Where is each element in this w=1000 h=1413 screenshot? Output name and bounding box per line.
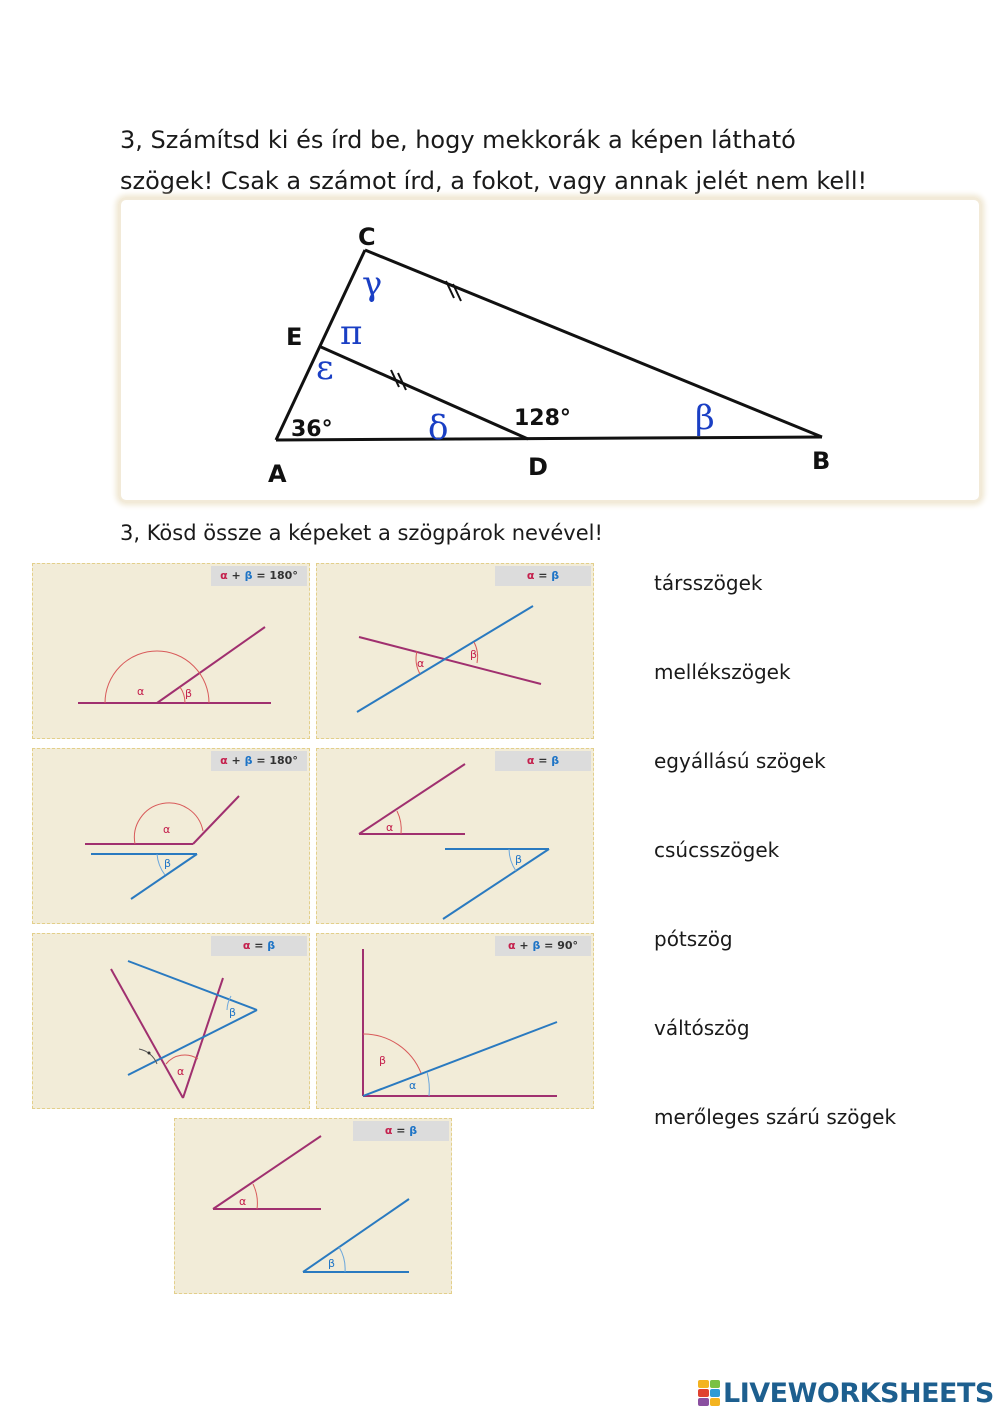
svg-text:α: α [137,685,144,698]
term-mellekszogek[interactable]: mellékszögek [654,660,791,684]
angle-a-value: 36° [291,417,333,442]
svg-text:β: β [229,1006,236,1019]
svg-text:α: α [386,821,393,834]
card-1-formula: α + β = 180° [211,566,307,586]
point-e-label: E [286,323,302,351]
svg-text:β: β [515,853,522,866]
question-2-text: 3, Kösd össze a képeket a szögpárok nevé… [120,521,603,545]
delta-label: δ [428,408,448,448]
card-6-complementary-angles[interactable]: α + β = 90° β α [316,933,594,1109]
svg-text:α: α [417,657,424,670]
gamma-label: γ [362,264,382,304]
card-5-angles[interactable]: α = β β α [32,933,310,1109]
tick-cb-1 [445,280,455,299]
svg-text:β: β [185,687,192,700]
side-ab [275,435,823,442]
svg-text:β: β [164,857,171,870]
point-c-label: C [358,223,376,251]
card-2-drawing: α β [356,605,542,713]
term-csucsszogek[interactable]: csúcsszögek [654,838,780,862]
liveworksheets-logo-icon [698,1380,720,1406]
term-valtoszog[interactable]: váltószög [654,1016,750,1040]
card-1-supplementary-angles[interactable]: α + β = 180° α β [32,563,310,739]
question-1-line-2: szögek! Csak a számot írd, a fokot, vagy… [120,167,868,195]
question-1-text: 3, Számítsd ki és írd be, hogy mekkorák … [120,120,980,202]
card-2-vertical-angles[interactable]: α = β α β [316,563,594,739]
card-6-drawing: β α [362,949,558,1097]
term-egyallasu-szogek[interactable]: egyállású szögek [654,749,826,773]
term-potszog[interactable]: pótszög [654,927,733,951]
card-5-drawing: β α [110,960,258,1099]
svg-text:α: α [163,823,170,836]
card-3-angles[interactable]: α + β = 180° α β [32,748,310,924]
triangle-figure: C E A D B 36° 128° γ π ε δ β [118,197,982,503]
card-4-drawing: α β [358,763,550,920]
card-7-formula: α = β [353,1121,449,1141]
card-2-formula: α = β [495,566,591,586]
svg-text:β: β [328,1257,335,1270]
point-a-label: A [268,460,287,488]
svg-text:β: β [470,648,477,661]
segment-ed [320,345,529,441]
tick-ed-1 [390,369,400,388]
card-7-drawing: α β [212,1135,410,1273]
svg-text:α: α [409,1079,416,1092]
tick-ed-2 [397,372,407,391]
tick-cb-2 [452,283,462,302]
point-b-label: B [812,447,830,475]
card-3-formula: α + β = 180° [211,751,307,771]
triangle-diagram: C E A D B 36° 128° γ π ε δ β [268,223,830,488]
svg-text:α: α [239,1195,246,1208]
angle-d-value: 128° [514,406,571,431]
card-6-formula: α + β = 90° [495,936,591,956]
card-5-formula: α = β [211,936,307,956]
pi-label: π [340,313,362,353]
side-ac [274,249,367,441]
card-1-drawing: α β [78,626,271,704]
svg-text:β: β [379,1054,386,1067]
beta-label: β [695,398,715,438]
svg-text:α: α [177,1065,184,1078]
side-cb [364,248,823,439]
epsilon-label: ε [316,348,334,388]
term-tarsszogek[interactable]: társszögek [654,571,763,595]
question-1-line-1: 3, Számítsd ki és írd be, hogy mekkorák … [120,126,796,154]
term-merolegesszaru-szogek[interactable]: merőleges szárú szögek [654,1105,897,1129]
point-d-label: D [528,453,548,481]
card-7-angles[interactable]: α = β α β [174,1118,452,1294]
liveworksheets-logo: LIVEWORKSHEETS [698,1377,994,1409]
card-4-angles[interactable]: α = β α β [316,748,594,924]
card-4-formula: α = β [495,751,591,771]
liveworksheets-logo-text: LIVEWORKSHEETS [723,1377,994,1409]
card-3-drawing: α β [85,795,240,900]
